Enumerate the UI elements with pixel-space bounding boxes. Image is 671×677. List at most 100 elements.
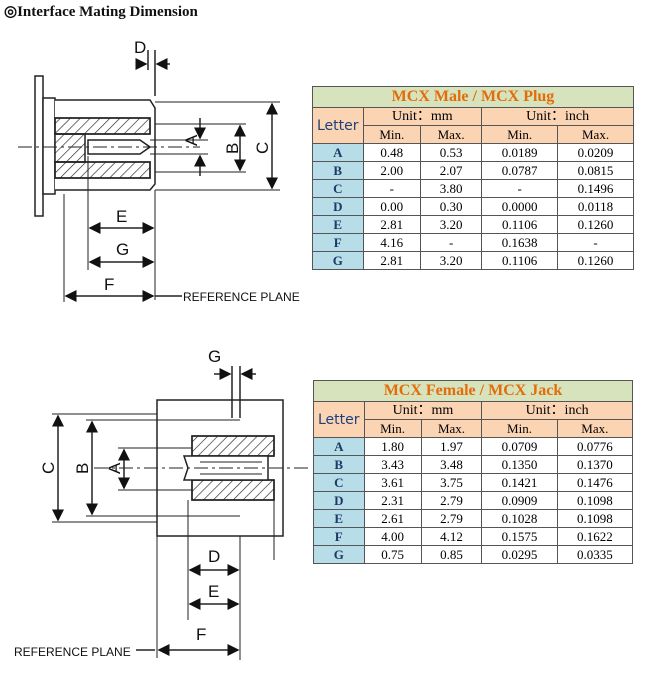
female-unit-mm: Unit：mm xyxy=(363,401,483,420)
female-cell-in-min: 0.1028 xyxy=(481,509,558,528)
female-cell-letter: E xyxy=(313,509,365,528)
male-cell-letter: G xyxy=(312,251,364,270)
female-in-max-header: Max. xyxy=(556,419,634,438)
female-cell-mm-min: 4.00 xyxy=(363,527,422,546)
male-cell-mm-max: 3.80 xyxy=(420,179,483,198)
male-reference-plane: REFERENCE PLANE xyxy=(183,290,300,304)
male-cell-mm-min: 2.00 xyxy=(362,161,422,180)
male-label-g: G xyxy=(116,240,129,259)
male-cell-letter: B xyxy=(312,161,364,180)
male-mm-max-header: Max. xyxy=(420,125,483,144)
female-cell-in-min: 0.0295 xyxy=(481,545,558,564)
female-cell-in-min: 0.1350 xyxy=(481,455,558,474)
male-cell-in-min: 0.0189 xyxy=(481,143,559,162)
female-cell-mm-max: 1.97 xyxy=(420,437,483,456)
male-cell-in-max: 0.0118 xyxy=(557,197,634,216)
female-cell-mm-max: 3.75 xyxy=(420,473,483,492)
female-mm-min-header: Min. xyxy=(363,419,422,438)
male-cell-mm-max: 0.53 xyxy=(420,143,483,162)
female-label-b: B xyxy=(73,463,92,474)
female-cell-in-min: 0.1421 xyxy=(481,473,558,492)
female-cell-mm-max: 4.12 xyxy=(420,527,483,546)
female-cell-mm-min: 2.61 xyxy=(363,509,422,528)
female-cell-mm-min: 3.43 xyxy=(363,455,422,474)
page-title: ◎Interface Mating Dimension xyxy=(4,4,198,20)
male-cell-in-max: 0.1496 xyxy=(557,179,634,198)
female-table-title: MCX Female / MCX Jack xyxy=(313,380,633,402)
female-label-d: D xyxy=(208,547,220,566)
female-cell-mm-min: 3.61 xyxy=(363,473,422,492)
female-cell-letter: C xyxy=(313,473,365,492)
male-cell-in-min: 0.1106 xyxy=(481,215,559,234)
male-label-a: A xyxy=(182,134,201,146)
male-cell-in-min: - xyxy=(481,179,559,198)
male-mm-min-header: Min. xyxy=(362,125,422,144)
female-cell-letter: D xyxy=(313,491,365,510)
male-label-d: D xyxy=(134,38,146,57)
female-label-e: E xyxy=(208,582,219,601)
female-label-g: G xyxy=(208,347,221,366)
male-cell-mm-min: 0.00 xyxy=(362,197,422,216)
male-unit-mm: Unit：mm xyxy=(362,107,483,126)
female-cell-mm-max: 0.85 xyxy=(420,545,483,564)
male-cell-in-min: 0.1106 xyxy=(481,251,559,270)
male-label-e: E xyxy=(116,207,127,226)
male-cell-mm-max: 3.20 xyxy=(420,215,483,234)
female-cell-in-max: 0.1370 xyxy=(556,455,634,474)
male-cell-mm-min: 2.81 xyxy=(362,215,422,234)
male-cell-mm-min: 0.48 xyxy=(362,143,422,162)
male-cell-mm-min: - xyxy=(362,179,422,198)
male-cell-mm-max: 0.30 xyxy=(420,197,483,216)
female-cell-letter: B xyxy=(313,455,365,474)
male-cell-letter: C xyxy=(312,179,364,198)
male-cell-in-min: 0.1638 xyxy=(481,233,559,252)
female-label-a: A xyxy=(105,462,124,474)
female-cell-mm-min: 0.75 xyxy=(363,545,422,564)
male-label-b: B xyxy=(223,143,242,154)
male-plug-drawing xyxy=(18,50,280,302)
male-cell-in-min: 0.0000 xyxy=(481,197,559,216)
male-in-min-header: Min. xyxy=(481,125,559,144)
male-plug-table: MCX Male / MCX Plug Letter Unit：mm Unit：… xyxy=(312,86,634,270)
male-table-title: MCX Male / MCX Plug xyxy=(312,86,634,108)
male-letter-header: Letter xyxy=(312,107,364,144)
female-cell-mm-min: 2.31 xyxy=(363,491,422,510)
female-cell-in-min: 0.0709 xyxy=(481,437,558,456)
female-cell-mm-max: 2.79 xyxy=(420,509,483,528)
male-cell-mm-max: 2.07 xyxy=(420,161,483,180)
female-cell-in-min: 0.1575 xyxy=(481,527,558,546)
female-label-f: F xyxy=(196,625,206,644)
male-cell-mm-max: - xyxy=(420,233,483,252)
male-cell-in-min: 0.0787 xyxy=(481,161,559,180)
male-table-row: C-3.80-0.1496 xyxy=(312,179,634,198)
male-cell-mm-min: 2.81 xyxy=(362,251,422,270)
female-cell-mm-max: 3.48 xyxy=(420,455,483,474)
female-label-c: C xyxy=(39,462,58,474)
female-cell-mm-min: 1.80 xyxy=(363,437,422,456)
female-unit-inch: Unit：inch xyxy=(481,401,633,420)
male-cell-in-max: - xyxy=(557,233,634,252)
male-label-c: C xyxy=(253,142,272,154)
female-cell-in-max: 0.1476 xyxy=(556,473,634,492)
female-cell-in-max: 0.0335 xyxy=(556,545,634,564)
male-cell-mm-max: 3.20 xyxy=(420,251,483,270)
female-in-min-header: Min. xyxy=(481,419,558,438)
female-cell-in-max: 0.1098 xyxy=(556,509,634,528)
female-cell-in-max: 0.1622 xyxy=(556,527,634,546)
male-cell-in-max: 0.1260 xyxy=(557,215,634,234)
male-cell-mm-min: 4.16 xyxy=(362,233,422,252)
male-cell-in-max: 0.0209 xyxy=(557,143,634,162)
male-cell-letter: A xyxy=(312,143,364,162)
female-cell-in-max: 0.1098 xyxy=(556,491,634,510)
